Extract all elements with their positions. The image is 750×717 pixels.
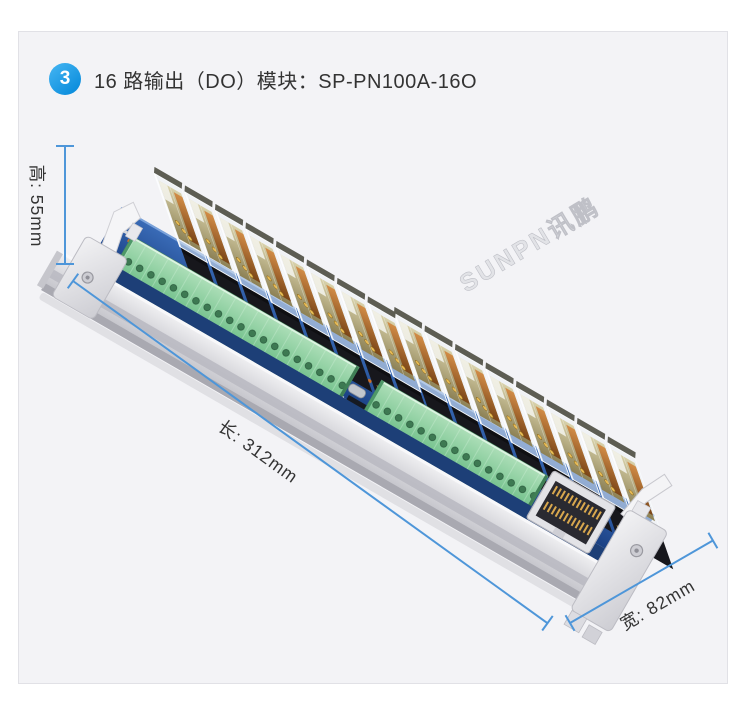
connector-pins: [542, 485, 602, 536]
din-bracket-right: [563, 499, 667, 646]
terminal-strip-1: [104, 235, 360, 415]
dimension-line: [569, 539, 714, 624]
dimension-height-label: 高: 55mm: [27, 165, 47, 248]
section-header: 3 16 路输出（DO）模块：SP-PN100A-16O: [49, 63, 477, 95]
section-title: 16 路输出（DO）模块：SP-PN100A-16O: [94, 70, 478, 93]
idc-connector: [526, 470, 673, 554]
step-badge-number: 3: [59, 68, 71, 89]
board-shadow: [39, 292, 610, 626]
dimension-line: [72, 280, 549, 625]
din-rail: [36, 250, 635, 620]
brand-watermark: SUNPN讯鹏: [455, 192, 605, 298]
pcb-front-edge: [82, 250, 630, 575]
dimension-height: [56, 145, 74, 265]
bracket-foot: [581, 624, 603, 646]
step-badge: 3: [49, 63, 81, 95]
din-bracket-left: [52, 201, 144, 319]
terminal-strip-2: [353, 379, 549, 524]
pcb-board-near-layer: DO: [36, 201, 673, 646]
crystal-oscillator: [348, 383, 366, 399]
